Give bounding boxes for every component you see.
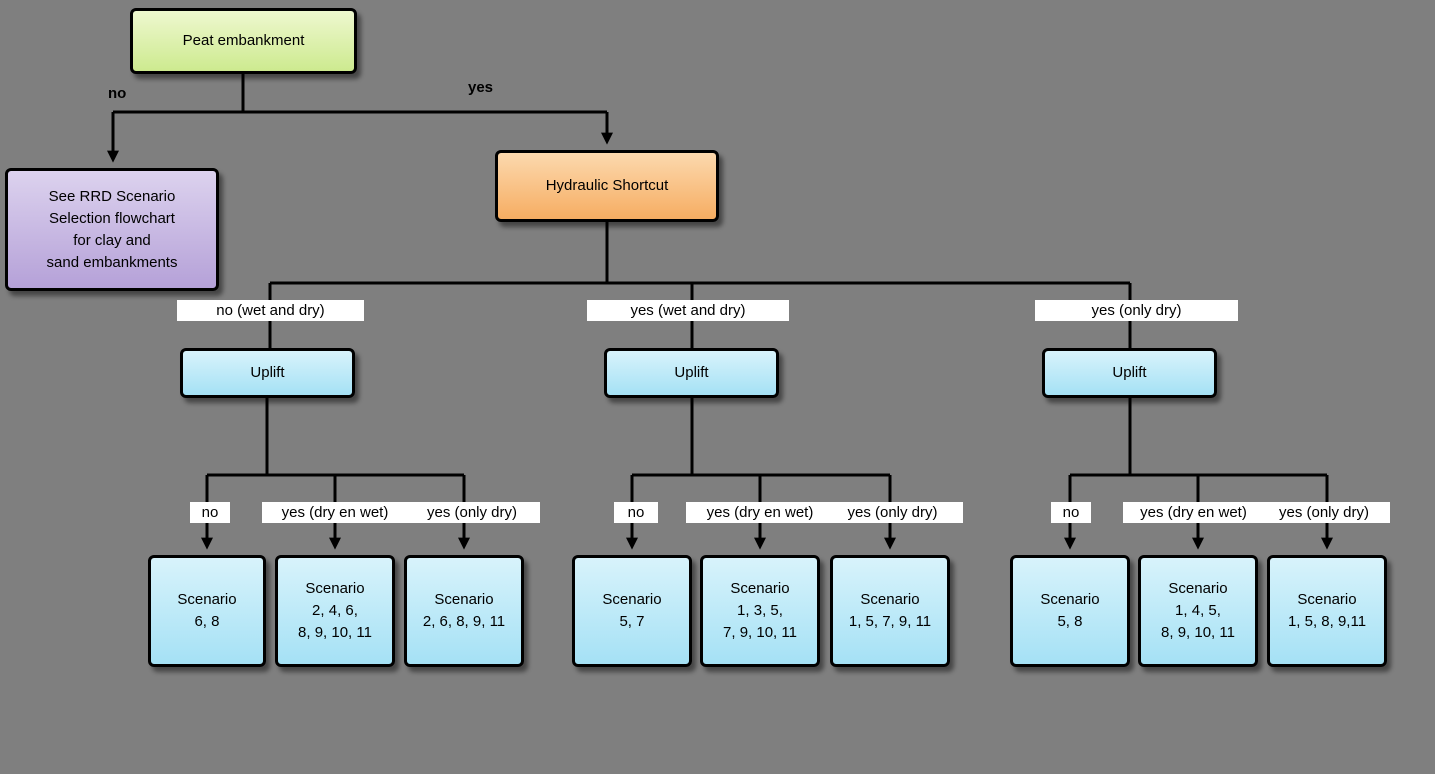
flow-node-scenario-g1-yes-dry-en-wet: Scenario 2, 4, 6, 8, 9, 10, 11 <box>275 555 395 667</box>
edge-label-g3-yes-dry-en-wet: yes (dry en wet) <box>1123 502 1264 523</box>
edge-label-yes: yes <box>468 79 494 96</box>
uplift-1-label: Uplift <box>250 364 285 381</box>
scenario-g1-yes-dry-en-wet-text: Scenario 2, 4, 6, 8, 9, 10, 11 <box>298 580 372 641</box>
flow-node-scenario-g1-no: Scenario 6, 8 <box>148 555 266 667</box>
branch-label-yes-wet-and-dry: yes (wet and dry) <box>587 300 789 321</box>
scenario-g3-yes-only-dry-text: Scenario 1, 5, 8, 9,11 <box>1287 591 1367 630</box>
edge-label-g2-no: no <box>614 502 658 523</box>
scenario-g2-yes-only-dry-text: Scenario 1, 5, 7, 9, 11 <box>848 591 932 630</box>
branch-label-yes-only-dry: yes (only dry) <box>1035 300 1238 321</box>
flow-node-uplift-3: Uplift <box>1042 348 1217 398</box>
edge-label-g3-yes-only-dry: yes (only dry) <box>1258 502 1390 523</box>
flow-node-scenario-g3-yes-dry-en-wet: Scenario 1, 4, 5, 8, 9, 10, 11 <box>1138 555 1258 667</box>
flow-node-uplift-1: Uplift <box>180 348 355 398</box>
scenario-g3-no-text: Scenario 5, 8 <box>1040 591 1100 630</box>
peat-embankment-label: Peat embankment <box>182 32 305 49</box>
hydraulic-shortcut-label: Hydraulic Shortcut <box>545 177 669 194</box>
scenario-g2-yes-dry-en-wet-text: Scenario 1, 3, 5, 7, 9, 10, 11 <box>723 580 797 641</box>
flow-node-scenario-g2-no: Scenario 5, 7 <box>572 555 692 667</box>
flow-node-uplift-2: Uplift <box>604 348 779 398</box>
flow-node-scenario-g2-yes-only-dry: Scenario 1, 5, 7, 9, 11 <box>830 555 950 667</box>
flow-node-rrd-note: See RRD Scenario Selection flowchart for… <box>5 168 219 291</box>
edge-label-g1-yes-dry-en-wet: yes (dry en wet) <box>262 502 408 523</box>
edge-label-g1-yes-only-dry: yes (only dry) <box>404 502 540 523</box>
flow-node-scenario-g3-no: Scenario 5, 8 <box>1010 555 1130 667</box>
flow-node-scenario-g2-yes-dry-en-wet: Scenario 1, 3, 5, 7, 9, 10, 11 <box>700 555 820 667</box>
rrd-note-text: See RRD Scenario Selection flowchart for… <box>46 187 178 271</box>
edge-label-no: no <box>108 85 127 102</box>
scenario-g1-no-text: Scenario 6, 8 <box>177 591 237 630</box>
scenario-g1-yes-only-dry-text: Scenario 2, 6, 8, 9, 11 <box>422 591 506 630</box>
edge-label-g3-no: no <box>1051 502 1091 523</box>
edge-label-g2-yes-dry-en-wet: yes (dry en wet) <box>686 502 834 523</box>
flow-node-peat-embankment: Peat embankment <box>130 8 357 74</box>
edge-label-g1-no: no <box>190 502 230 523</box>
scenario-g2-no-text: Scenario 5, 7 <box>602 591 662 630</box>
flow-node-scenario-g3-yes-only-dry: Scenario 1, 5, 8, 9,11 <box>1267 555 1387 667</box>
scenario-g3-yes-dry-en-wet-text: Scenario 1, 4, 5, 8, 9, 10, 11 <box>1161 580 1235 641</box>
flow-node-hydraulic-shortcut: Hydraulic Shortcut <box>495 150 719 222</box>
flow-node-scenario-g1-yes-only-dry: Scenario 2, 6, 8, 9, 11 <box>404 555 524 667</box>
edge-label-g2-yes-only-dry: yes (only dry) <box>822 502 963 523</box>
uplift-2-label: Uplift <box>674 364 709 381</box>
branch-label-no-wet-and-dry: no (wet and dry) <box>177 300 364 321</box>
uplift-3-label: Uplift <box>1112 364 1147 381</box>
